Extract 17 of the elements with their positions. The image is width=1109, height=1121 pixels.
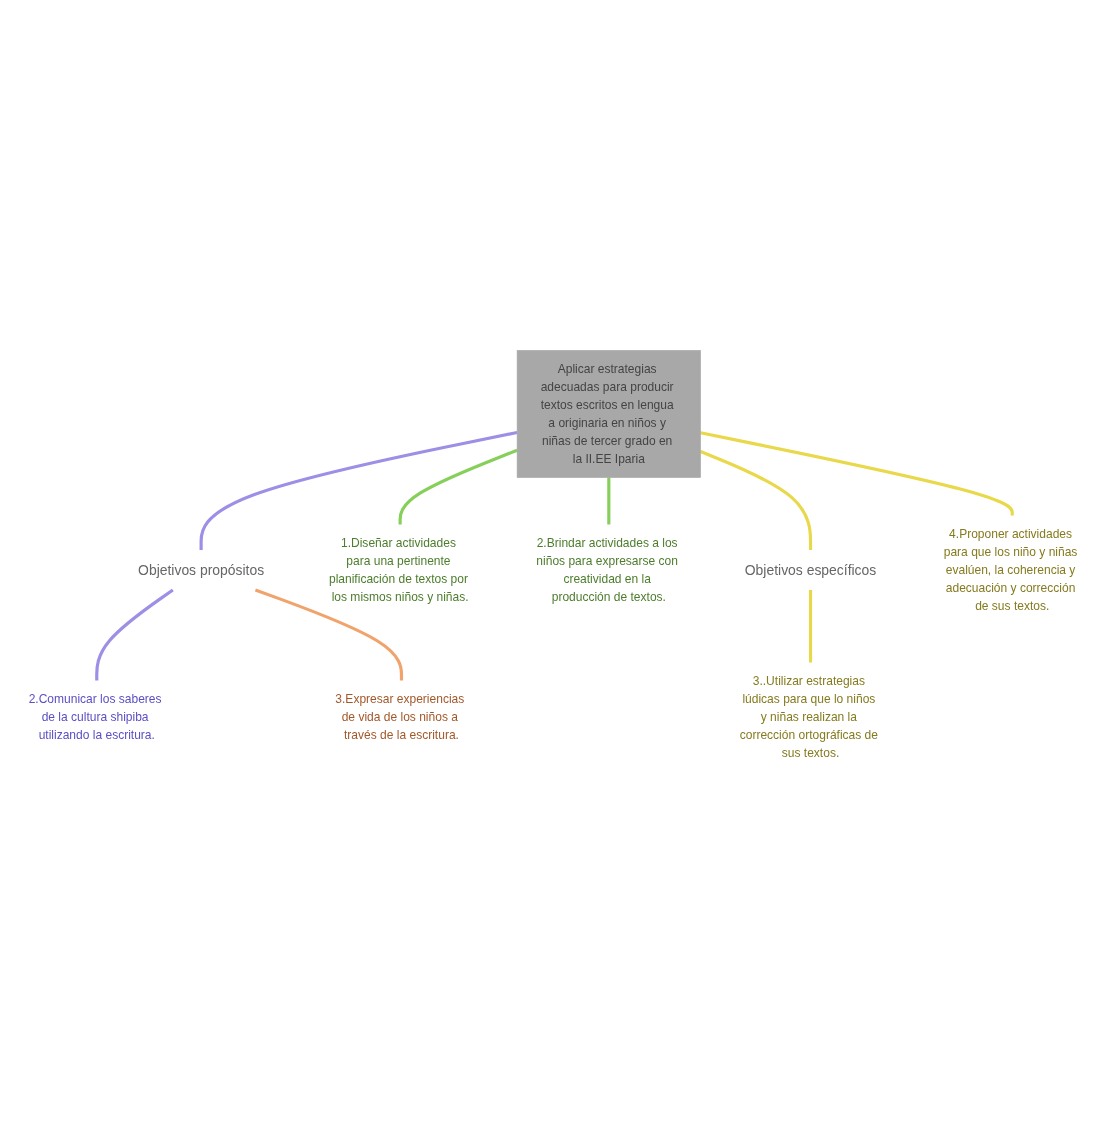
connector [699,449,813,550]
node-text: 3.Expresar experiencias de vida de los niños a través de la escritura. [335,691,465,741]
node-text: 2.Brindar actividades a los niños para expresarse con creatividad en la producción de textos. [536,535,678,603]
connector [254,587,404,681]
node-box: Aplicar estrategias adecuadas para producir textos escritos en lengua a originaria en niños y niñas de tercer grado en la II.EE Iparia [516,349,701,478]
connector [199,430,518,550]
connector [700,430,1014,515]
node-text: 2.Comunicar los saberes de la cultura shipiba utilizando la escritura. [28,691,162,741]
node-text: 4.Proponer actividades para que los niño y niñas evalúen, la coherencia y adecuación y corrección de sus textos. [943,526,1078,612]
node-text: 3..Utilizar estrategias lúdicas para que lo niños y niñas realizan la corrección ortográficas de sus textos. [739,673,878,759]
connector [607,477,611,524]
node-text: Objetivos propósitos [138,561,265,578]
connector [808,589,813,662]
node-text: 1.Diseñar actividades para una pertinente planificación de textos por los mismos niños y niñas. [328,535,469,603]
connector [95,588,174,681]
connector [398,448,518,524]
node-text: Objetivos específicos [744,561,877,578]
